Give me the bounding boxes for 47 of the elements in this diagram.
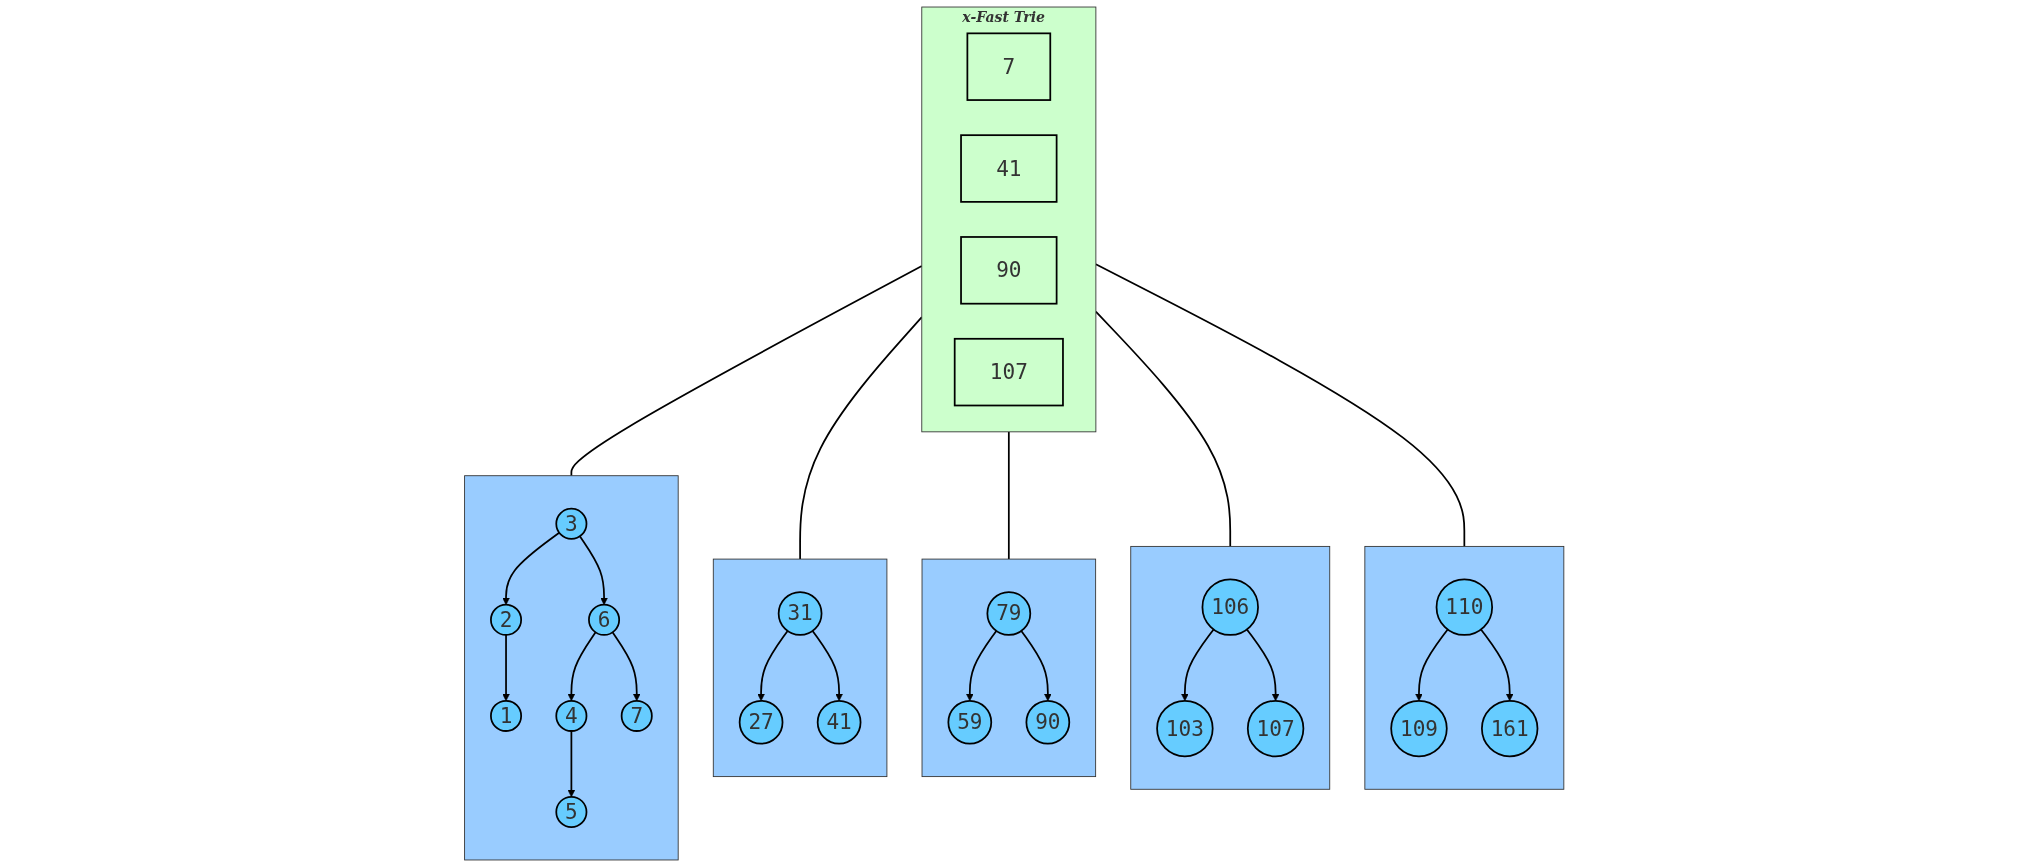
arrow xyxy=(578,535,608,606)
node-circle: 79 xyxy=(986,591,1031,636)
connector xyxy=(1094,263,1465,548)
arrow xyxy=(1414,628,1449,702)
node-circle: 90 xyxy=(1025,699,1070,745)
arrow xyxy=(965,630,997,702)
connector xyxy=(1094,310,1231,548)
node-box: 7 xyxy=(966,32,1051,101)
cluster xyxy=(1364,545,1565,790)
arrow xyxy=(567,631,597,702)
arrow xyxy=(501,531,560,606)
node-circle: 1 xyxy=(489,699,522,732)
node-box: 107 xyxy=(953,337,1064,407)
arrow xyxy=(1180,628,1215,702)
node-circle: 41 xyxy=(816,699,862,745)
arrow xyxy=(1245,628,1280,702)
arrow xyxy=(757,630,789,702)
cluster xyxy=(712,558,888,778)
arrow xyxy=(501,634,510,702)
arrow xyxy=(811,630,843,702)
arrow xyxy=(611,631,641,702)
cluster xyxy=(463,475,679,861)
node-circle: 59 xyxy=(947,699,992,745)
node-box: 90 xyxy=(959,236,1058,305)
node-circle: 3 xyxy=(555,507,588,540)
arrow xyxy=(1020,630,1052,702)
node-circle: 103 xyxy=(1155,699,1214,758)
node-circle: 161 xyxy=(1480,699,1539,758)
cluster xyxy=(1130,545,1330,790)
connector xyxy=(1007,430,1010,560)
node-circle: 106 xyxy=(1201,578,1259,636)
node-circle: 109 xyxy=(1390,699,1448,758)
node-circle: 31 xyxy=(777,591,823,636)
connector xyxy=(799,316,923,560)
node-circle: 27 xyxy=(738,699,784,745)
node-circle: 7 xyxy=(620,699,653,732)
node-circle: 110 xyxy=(1435,578,1493,636)
node-circle: 5 xyxy=(555,795,588,828)
arrow xyxy=(1479,628,1514,702)
arrow xyxy=(567,730,576,798)
node-circle: 4 xyxy=(555,699,588,732)
node-circle: 2 xyxy=(489,603,522,636)
cluster xyxy=(921,558,1096,778)
node-circle: 6 xyxy=(587,603,620,636)
node-circle: 107 xyxy=(1246,699,1305,758)
connector xyxy=(570,265,923,477)
node-box: 41 xyxy=(959,134,1058,203)
